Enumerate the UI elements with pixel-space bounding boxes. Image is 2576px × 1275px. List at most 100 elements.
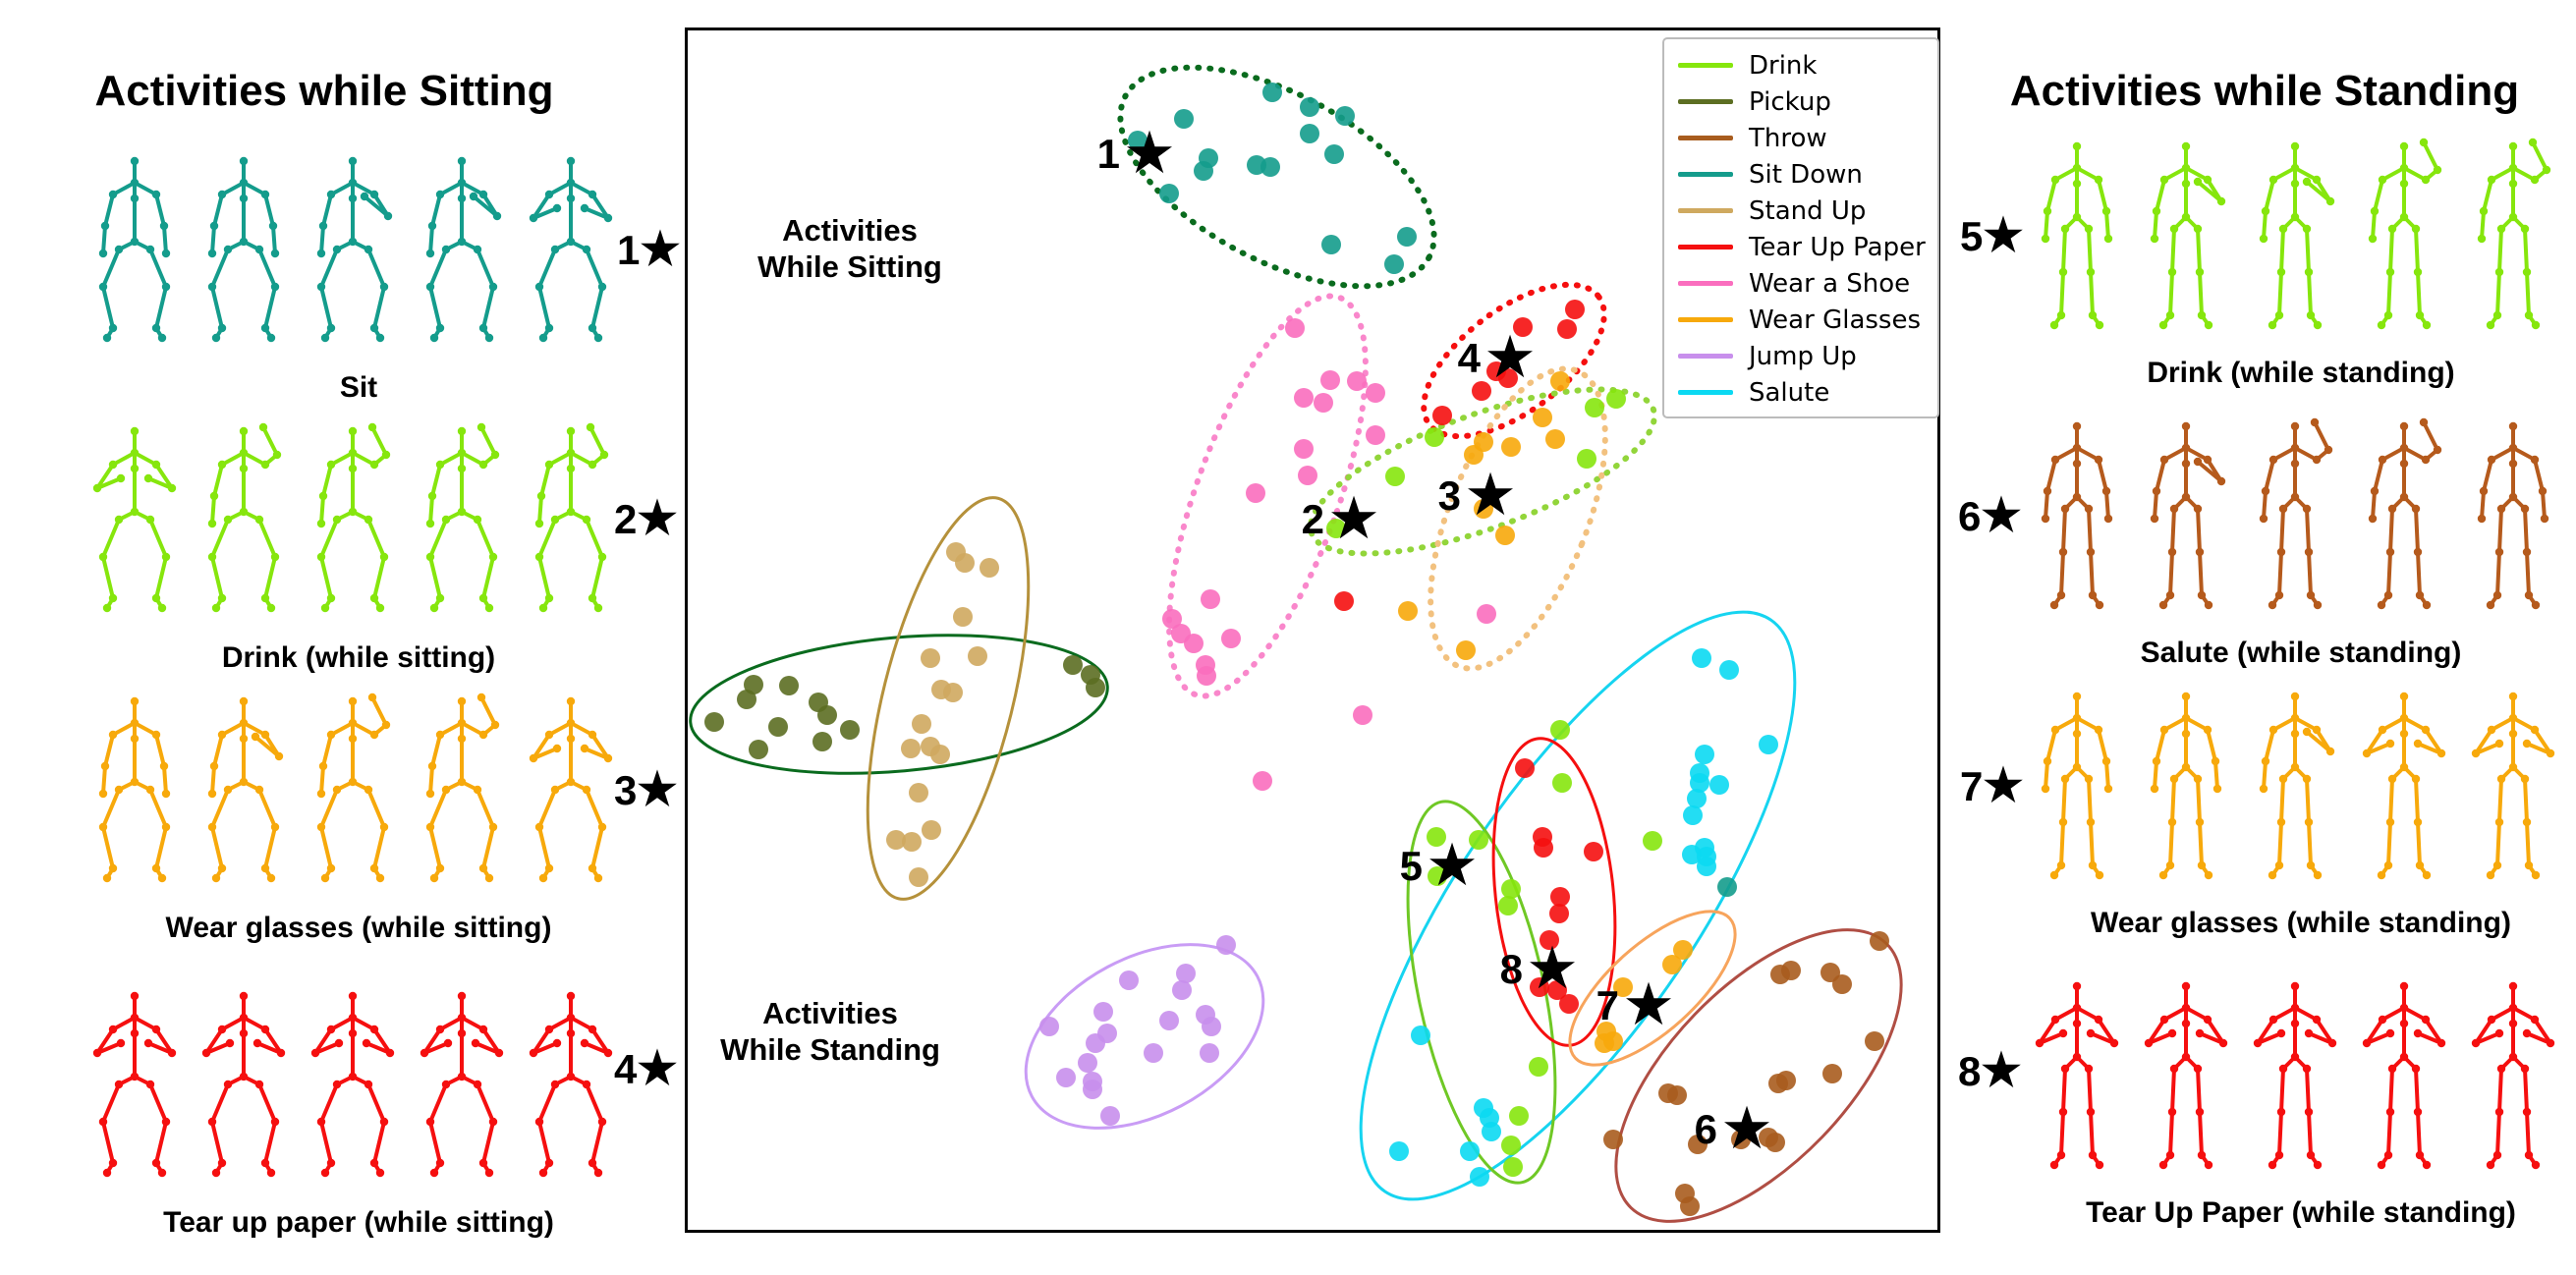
point-tear-up-paper [1534,838,1553,858]
point-jump-up [1216,935,1236,955]
point-drink [1498,896,1518,915]
skeleton-figure [316,156,393,343]
point-salute [1759,735,1778,754]
star-icon: ★ [1983,759,2024,810]
skeleton-strip [2026,413,2576,617]
point-wear-a-shoe [1197,666,1216,686]
star-marker-5: ★ [1426,832,1479,898]
star-marker-3: ★ [1464,462,1517,527]
point-salute [1692,648,1711,668]
point-tear-up-paper [1550,887,1570,907]
cluster-ellipse-drink-sitting- [1308,386,1657,557]
point-pickup [779,676,799,695]
row-caption: Salute (while standing) [2140,637,2462,669]
star-label-3: 3★ [614,763,678,814]
point-wear-glasses [1464,445,1484,465]
point-tear-up-paper [1584,842,1603,861]
cluster-ellipse-wear-glasses-sitting- [1428,365,1608,672]
star-marker-7: ★ [1622,971,1675,1037]
point-throw [1822,1064,1842,1083]
star-marker-8: ★ [1526,935,1579,1001]
point-salute [1470,1167,1489,1187]
skeleton-figure [201,991,286,1178]
point-wear-glasses [1533,408,1552,427]
cluster-ellipse-wear-glasses-standing- [1568,910,1737,1067]
point-drink [1643,831,1662,851]
point-wear-glasses [1398,601,1418,621]
point-wear-a-shoe [1353,705,1372,725]
point-drink [1577,449,1596,469]
legend-item: Wear a Shoe [1664,265,1937,302]
row-caption: Tear up paper (while sitting) [163,1206,554,1239]
skeleton-figure [2150,141,2226,330]
skeleton-figure [425,693,500,883]
skeleton-figure [425,422,500,613]
skeleton-figure [2471,692,2555,880]
left-row-sit: Sit [84,147,634,405]
plot-legend: Drink Pickup Throw Sit Down Stand Up Tea… [1662,37,1939,418]
point-sit-down [1262,83,1282,102]
star-label-2: 2★ [614,492,678,543]
point-drink [1326,519,1346,538]
point-wear-a-shoe [1201,589,1220,609]
star-label-6: 6★ [1958,489,2022,540]
legend-line-icon [1678,136,1733,140]
star-icon: ★ [1983,209,2024,260]
point-tear-up-paper [1472,381,1491,401]
star-number-7: 7 [1596,982,1619,1028]
row-caption: Sit [339,371,378,404]
point-sit-down [1717,877,1737,897]
skeleton-figure [2368,417,2442,610]
row-caption: Drink (while standing) [2147,357,2455,389]
point-drink [1501,1136,1521,1155]
point-salute [1482,1122,1501,1141]
star-marker-2: ★ [1327,485,1380,551]
point-drink [1501,879,1521,899]
point-wear-glasses [1545,429,1565,449]
star-marker-6: ★ [1720,1095,1773,1161]
point-drink [1428,866,1447,886]
left-row-tear-up-paper: Tear up paper (while sitting) [84,982,634,1240]
star-label-8: 8★ [1958,1044,2022,1095]
point-drink [1550,720,1570,740]
point-pickup [744,675,763,694]
legend-item: Drink [1664,47,1937,83]
skeleton-figure [2035,981,2119,1170]
point-wear-a-shoe [1366,383,1385,403]
legend-line-icon [1678,245,1733,249]
star-marker-1: ★ [1123,120,1176,186]
point-wear-glasses [1662,955,1682,974]
skeleton-figure [207,422,282,613]
point-wear-glasses [1673,940,1693,960]
annotation-standing: Activities While Standing [720,996,940,1067]
point-wear-a-shoe [1320,370,1340,390]
skeleton-figure [2477,421,2549,610]
point-sit-down [1260,157,1280,177]
point-throw [1765,1133,1785,1152]
skeleton-strip [84,147,634,352]
skeleton-figure [98,156,171,343]
point-salute [1709,775,1729,795]
point-jump-up [1144,1043,1163,1063]
skeleton-figure [2041,692,2113,880]
point-sit-down [1300,124,1319,143]
skeleton-figure [2259,417,2333,610]
point-throw [1667,1085,1687,1105]
point-throw [1731,1130,1751,1149]
point-tear-up-paper [1513,317,1533,337]
point-wear-a-shoe [1347,371,1367,391]
point-stand-up [886,830,906,850]
point-salute [1411,1026,1430,1045]
point-sit-down [1335,106,1355,126]
star-icon: ★ [1981,1044,2022,1095]
point-wear-glasses [1550,371,1570,391]
point-drink [1469,830,1488,850]
skeleton-strip [84,417,634,622]
legend-item: Jump Up [1664,338,1937,374]
skeleton-figure [425,156,502,343]
point-drink [1529,1057,1548,1077]
point-wear-a-shoe [1184,634,1204,653]
star-number-3: 3 [1438,472,1461,519]
cluster-ellipse-pickup [689,634,1109,775]
row-caption: Wear glasses (while sitting) [165,912,552,944]
